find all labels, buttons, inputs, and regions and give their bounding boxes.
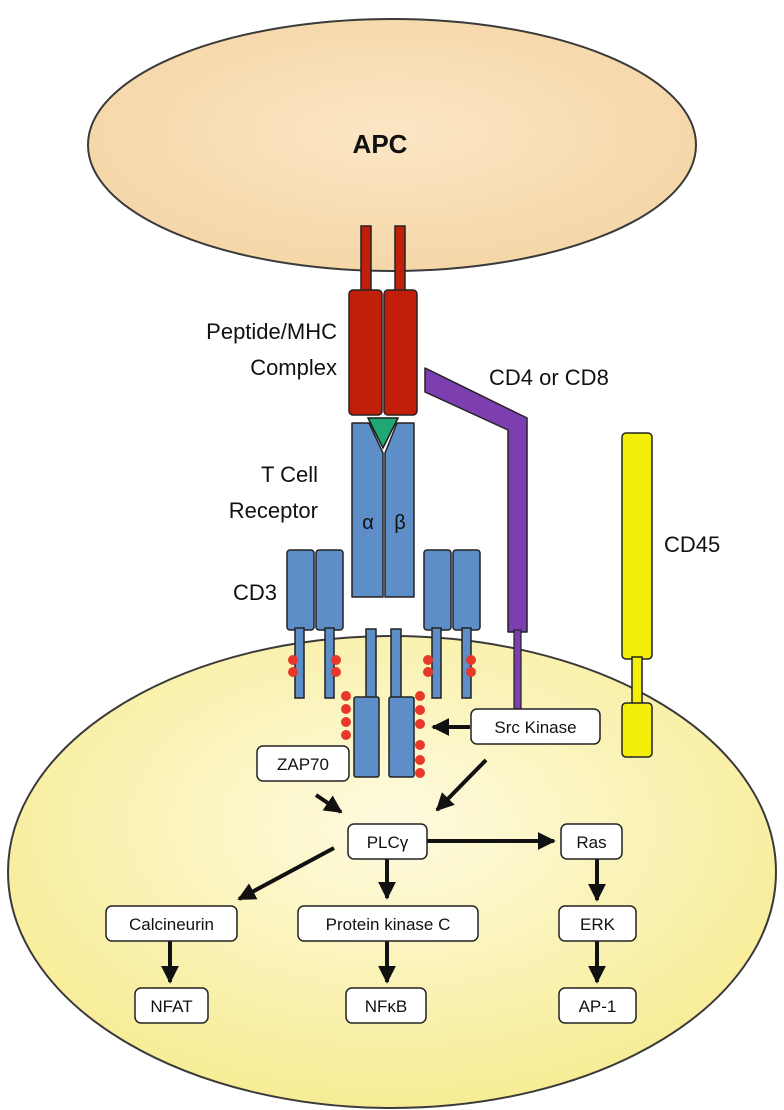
cd45-stem xyxy=(631,656,643,706)
phospho-group xyxy=(288,655,476,778)
node-box xyxy=(105,905,238,942)
plcg-label: PLCγ xyxy=(367,833,409,852)
tcr-label-line1: T Cell xyxy=(261,462,318,487)
phospho-dot xyxy=(415,740,425,750)
cd3-right-a-stem xyxy=(431,627,442,699)
node-pkc: Protein kinase C xyxy=(297,905,479,942)
tcr-label-line2: Receptor xyxy=(229,498,318,523)
mhc-stem-left xyxy=(360,225,372,293)
node-box xyxy=(470,708,601,745)
src-kinase-label: Src Kinase xyxy=(494,718,576,737)
erk-label: ERK xyxy=(580,915,616,934)
cd3-left-b xyxy=(315,549,344,631)
tcr-beta-chain xyxy=(384,422,415,598)
ap1-label: AP-1 xyxy=(579,997,617,1016)
phospho-dot xyxy=(341,704,351,714)
cd4-cd8-coreceptor xyxy=(424,367,528,633)
cd3-right-b xyxy=(452,549,481,631)
node-src-kinase: Src Kinase xyxy=(470,708,601,745)
phospho-dot xyxy=(341,717,351,727)
cd3-right-a xyxy=(423,549,452,631)
nfkb-label: NFκB xyxy=(365,997,408,1016)
apc-cell-body xyxy=(87,18,697,272)
phospho-dot xyxy=(466,655,476,665)
cd3-left-a xyxy=(286,549,315,631)
node-nfkb: NFκB xyxy=(345,987,427,1024)
phospho-dot xyxy=(331,667,341,677)
phospho-dot xyxy=(423,667,433,677)
node-box xyxy=(558,987,637,1024)
mhc-chain-left xyxy=(348,289,383,416)
phospho-dot xyxy=(415,768,425,778)
alpha-label: α xyxy=(362,512,374,534)
cd45-intracellular xyxy=(621,702,653,758)
calcineurin-label: Calcineurin xyxy=(129,915,214,934)
phospho-dot xyxy=(415,719,425,729)
node-nfat: NFAT xyxy=(134,987,209,1024)
node-box xyxy=(558,905,637,942)
phospho-dot xyxy=(331,655,341,665)
node-box xyxy=(345,987,427,1024)
beta-label: β xyxy=(394,512,406,534)
node-ras: Ras xyxy=(560,823,623,860)
pathway-arrows xyxy=(161,718,606,984)
node-calcineurin: Calcineurin xyxy=(105,905,238,942)
phospho-dot xyxy=(415,755,425,765)
node-zap70: ZAP70 xyxy=(256,745,350,782)
cd45-label: CD45 xyxy=(664,532,720,557)
nfat-label: NFAT xyxy=(150,997,192,1016)
cd4-cd8-label: CD4 or CD8 xyxy=(489,365,609,390)
tcr-alpha-chain xyxy=(351,422,384,598)
phospho-dot xyxy=(415,691,425,701)
node-erk: ERK xyxy=(558,905,637,942)
zap70-label: ZAP70 xyxy=(277,755,329,774)
phospho-dot xyxy=(341,730,351,740)
arrow-plcg-to-calcineurin xyxy=(237,846,335,901)
node-box xyxy=(134,987,209,1024)
phospho-dot xyxy=(341,691,351,701)
pmhc-label-line2: Complex xyxy=(250,355,337,380)
peptide-triangle xyxy=(366,417,400,450)
apc-label: APC xyxy=(353,129,408,159)
phospho-dot xyxy=(288,655,298,665)
phospho-dot xyxy=(466,667,476,677)
tcr-alpha-stem xyxy=(365,628,377,700)
cd4-cd8-stem xyxy=(513,629,522,713)
zeta-chain-left xyxy=(353,696,380,778)
tcr-beta-stem xyxy=(390,628,402,700)
cd3-label: CD3 xyxy=(233,580,277,605)
phospho-dot xyxy=(288,667,298,677)
node-box xyxy=(560,823,623,860)
node-box xyxy=(297,905,479,942)
mhc-stem-right xyxy=(394,225,406,293)
pmhc-label-line1: Peptide/MHC xyxy=(206,319,337,344)
node-box xyxy=(347,823,428,860)
arrow-zap70-to-plcg xyxy=(314,793,343,814)
phospho-dot xyxy=(415,705,425,715)
node-ap1: AP-1 xyxy=(558,987,637,1024)
zeta-chain-right xyxy=(388,696,415,778)
pkc-label: Protein kinase C xyxy=(326,915,451,934)
mhc-chain-right xyxy=(383,289,418,416)
arrow-src-to-plcg xyxy=(435,758,488,812)
node-box xyxy=(256,745,350,782)
cd45-extracellular xyxy=(621,432,653,660)
ras-label: Ras xyxy=(576,833,606,852)
phospho-dot xyxy=(423,655,433,665)
node-plcg: PLCγ xyxy=(347,823,428,860)
